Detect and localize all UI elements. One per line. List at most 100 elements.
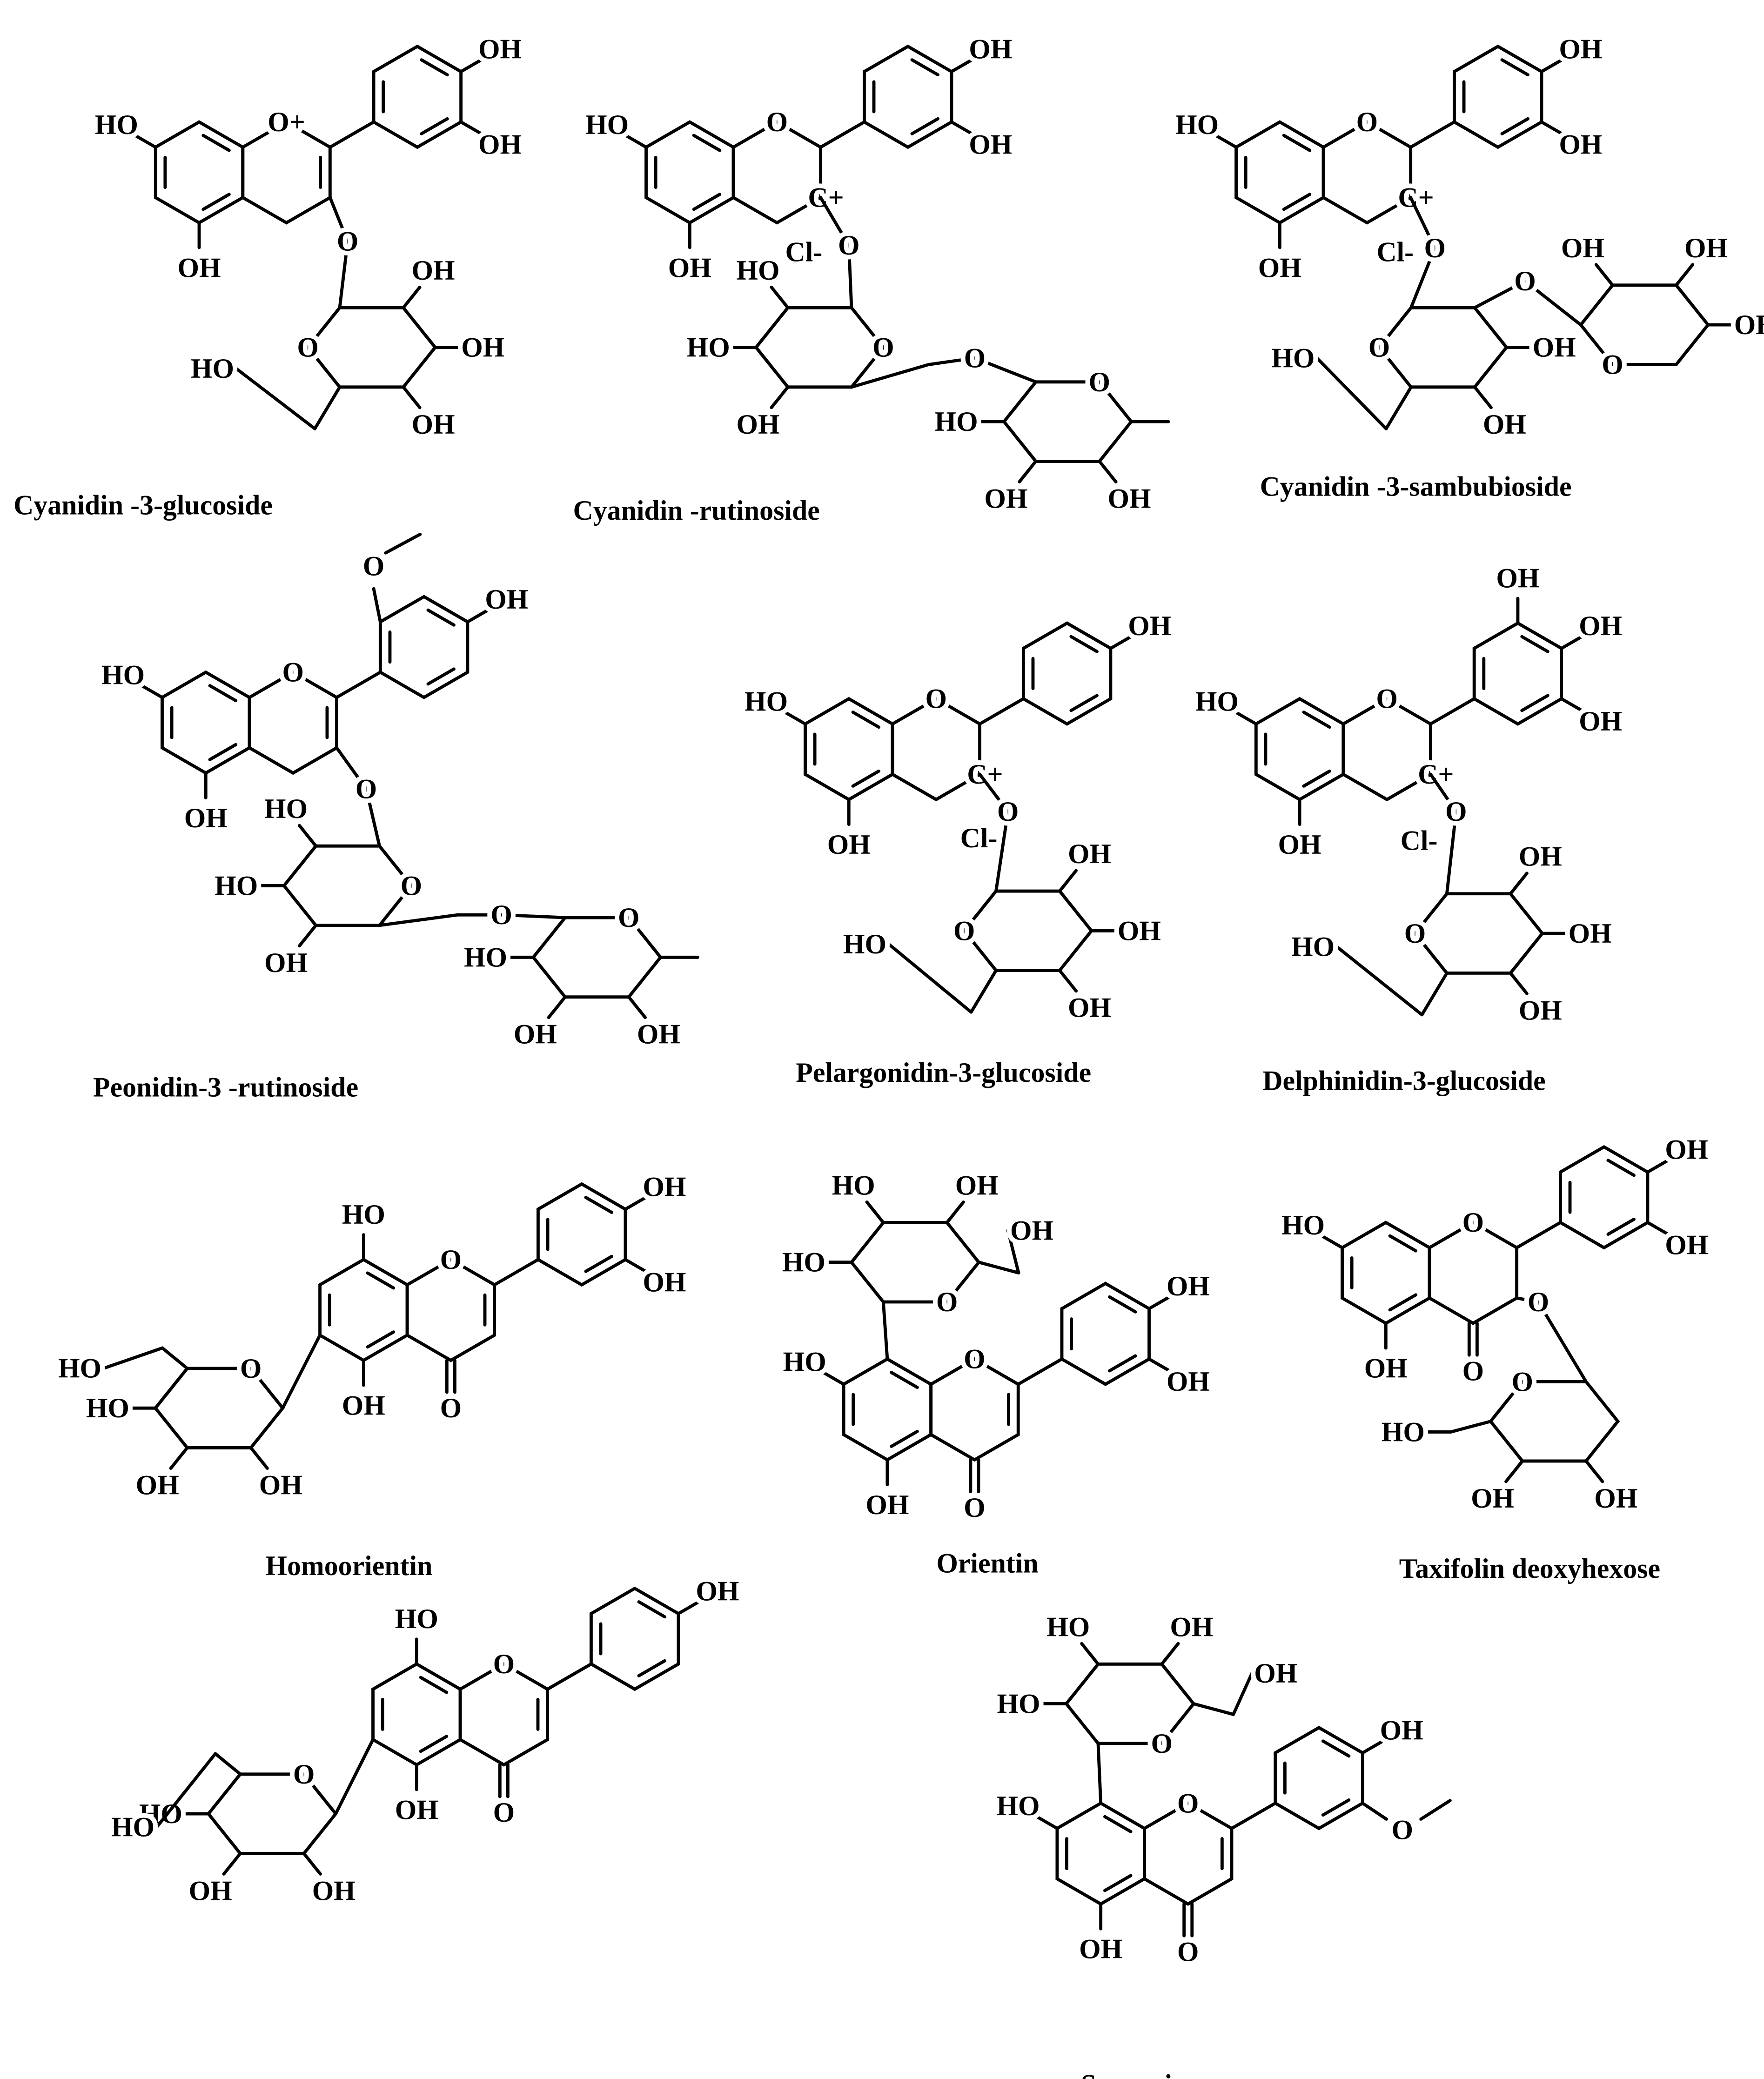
hydroxyl-label: OH (668, 253, 711, 283)
sugar-ring (1002, 380, 1134, 463)
substituent-bond (1594, 263, 1614, 287)
glycosidic-bond (847, 243, 853, 309)
hydroxyl-label: HO (736, 255, 779, 286)
substituent-bond (1098, 460, 1118, 483)
glycosidic-bond (1409, 196, 1437, 250)
double-bond (1500, 58, 1529, 77)
compound-name-cyanidin-rutinoside: Cyanidin -rutinoside (573, 495, 820, 526)
carbonyl-oxygen-label: O (493, 1797, 515, 1828)
double-bond (426, 667, 456, 686)
sugar-ring (306, 306, 437, 389)
double-bond (910, 117, 939, 135)
hydroxyl-label: HO (997, 1689, 1040, 1719)
substituent-bond (950, 120, 975, 136)
double-bond (1108, 1295, 1137, 1314)
carbonyl-oxygen-label: O (1462, 1355, 1484, 1386)
sugar-ring-oxygen-label: O (1089, 367, 1111, 397)
hydroxyl-label: OH (955, 1170, 999, 1200)
double-bond (1069, 694, 1099, 712)
hydroxyl-label: OH (1364, 1353, 1408, 1384)
substituent-bond (1560, 634, 1585, 650)
ring-oxygen-label: O (1462, 1207, 1484, 1238)
sugar-ring-oxygen-label: O (1151, 1728, 1173, 1759)
hydroxyl-label: OH (411, 409, 455, 440)
double-bond (426, 608, 456, 627)
substituent-bond (770, 385, 790, 409)
glycosidic-bond (338, 240, 349, 309)
substituent-bond (402, 285, 422, 309)
hydroxyl-label: OH (461, 332, 504, 363)
ring-oxygen-label: O (493, 1649, 515, 1679)
double-bond (366, 1330, 396, 1349)
hydroxyl-label: OH (395, 1795, 438, 1825)
ch2-bond (1006, 1228, 1020, 1274)
substituent-bond (1160, 1642, 1180, 1666)
double-bond (1606, 1159, 1636, 1177)
hydroxyl-label: OH (1496, 563, 1539, 593)
hydroxyl-label: OH (1118, 915, 1161, 946)
substituent-bond (1213, 133, 1238, 149)
double-bond (366, 1271, 396, 1290)
double-bond (1069, 635, 1099, 653)
hydroxyl-label: OH (411, 255, 455, 286)
substituent-bond (298, 924, 318, 948)
sugar-ring (1578, 283, 1710, 366)
glycosidic-bond (328, 196, 349, 243)
ring-oxygen-label: O (766, 107, 788, 137)
hydroxyl-label: OH (696, 1576, 739, 1606)
hydroxyl-label: HO (395, 1603, 438, 1634)
ring-a (1254, 697, 1345, 802)
substituent-bond (298, 824, 318, 848)
chloride-label: Cl- (960, 823, 998, 853)
ch2-bond (1192, 1702, 1235, 1716)
hydroxyl-label: OH (478, 34, 522, 64)
ring-oxygen-label: O (440, 1244, 462, 1275)
substituent-bond (547, 995, 567, 1019)
hydroxyl-label: OH (177, 253, 221, 283)
double-bond (890, 1371, 919, 1389)
double-bond (637, 1600, 666, 1619)
compound-name-cyanidin-3-sambubioside: Cyanidin -3-sambubioside (1260, 471, 1572, 502)
ch2-bond (214, 1752, 242, 1776)
substituent-bond (1361, 1738, 1386, 1755)
ring-a (318, 1258, 409, 1362)
substituent-bond (139, 683, 164, 699)
substituent-bond (950, 57, 975, 74)
ring-b-link-bond (335, 671, 382, 699)
ring-oxygen-label: O (1376, 684, 1398, 714)
hydroxyl-label: HO (95, 109, 138, 140)
hydroxyl-label: OH (637, 1019, 680, 1050)
double-bond (851, 711, 881, 729)
hydroxyl-label: OH (1107, 483, 1151, 514)
glycosidic-bond (819, 196, 851, 247)
hydroxyl-label: HO (1046, 1611, 1090, 1642)
sugar-ring-oxygen-label: O (953, 915, 975, 946)
hydroxyl-label: HO (1175, 109, 1219, 140)
ch2-bond (887, 942, 973, 1014)
hydroxyl-label: HO (101, 659, 145, 690)
sugar-ring (153, 1367, 285, 1449)
sugar-ring (206, 1772, 338, 1855)
ch2-bond (102, 1346, 164, 1370)
substituent-bond (1080, 1642, 1100, 1666)
c-glycosidic-bond (334, 1738, 375, 1816)
carbonyl-oxygen-label: O (440, 1393, 462, 1423)
methoxy-bond (372, 587, 382, 624)
double-bond (1388, 1234, 1418, 1253)
double-bond (1321, 1739, 1351, 1758)
double-bond (1103, 1815, 1133, 1833)
sugar-ring (1489, 1380, 1620, 1463)
hydroxyl-label: OH (1579, 610, 1622, 641)
hydroxyl-label: OH (1684, 233, 1728, 263)
double-bond (201, 134, 231, 152)
ring-b (1060, 1281, 1151, 1386)
double-bond (1520, 694, 1549, 712)
double-bond (1302, 769, 1331, 788)
substituent-bond (1319, 1234, 1344, 1249)
ch2-bond (1315, 356, 1388, 430)
double-bond (1321, 1798, 1351, 1817)
double-bond (851, 769, 881, 788)
